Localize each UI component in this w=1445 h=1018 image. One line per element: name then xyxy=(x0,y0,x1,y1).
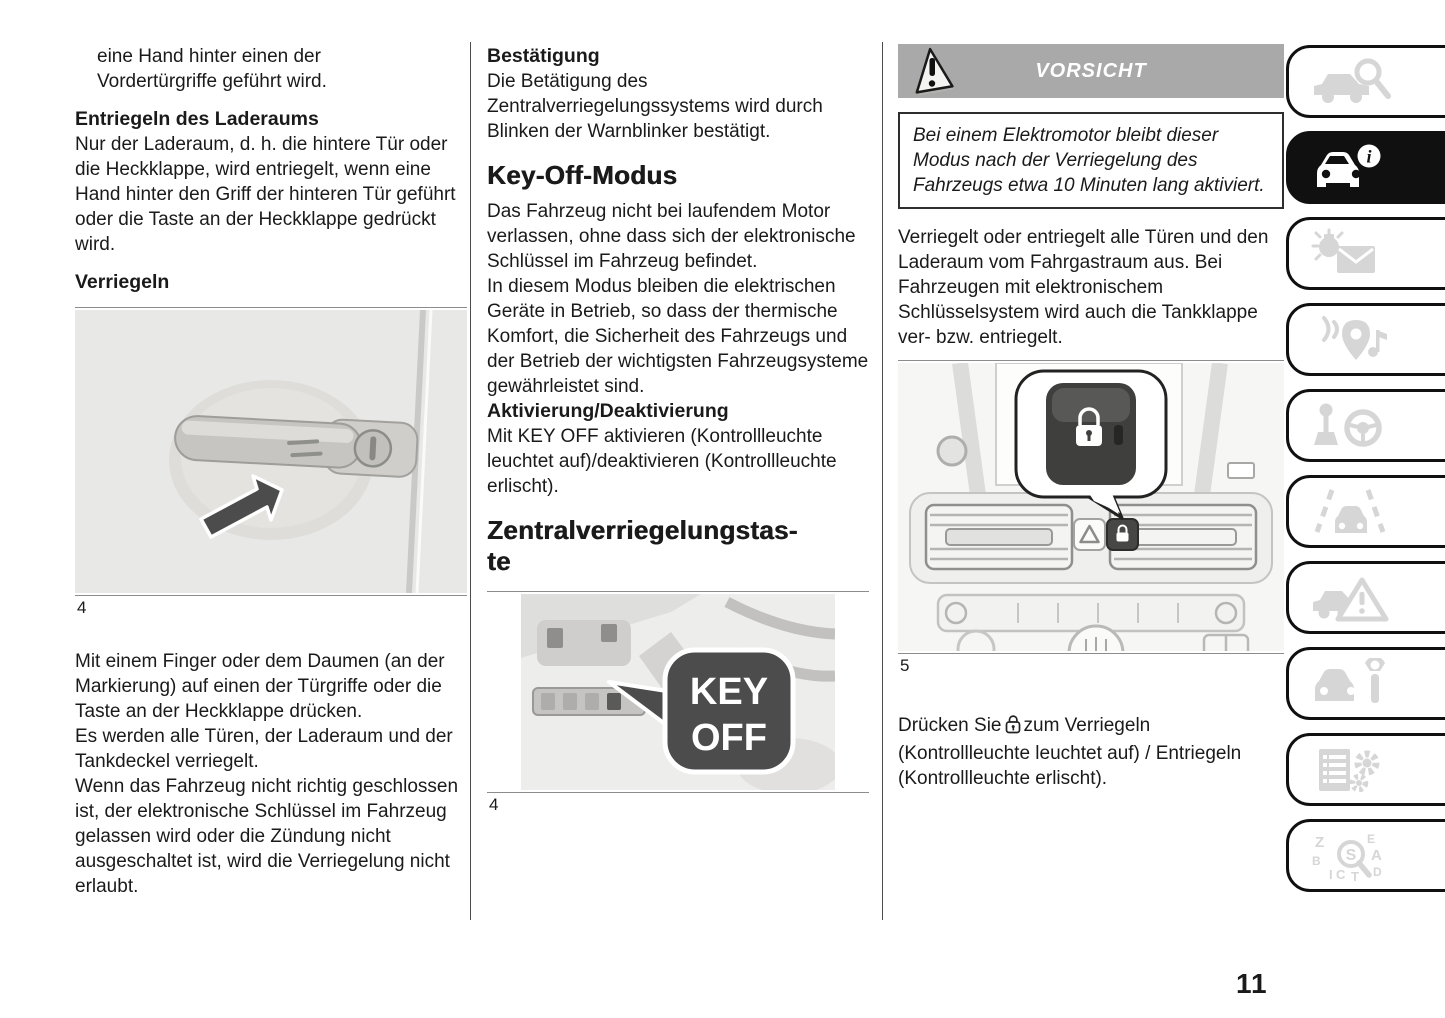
door-handle xyxy=(174,415,419,478)
column-left: eine Hand hinter einen der Vordertürgrif… xyxy=(75,44,467,899)
paragraph-activation: Mit KEY OFF aktivieren (Kontrollleuchte … xyxy=(487,426,837,497)
paragraph-confirmation: Die Betätigung des Zentralverriegelungss… xyxy=(487,71,823,142)
left-air-vent xyxy=(924,503,1074,571)
heading-unlock-cargo: Entriegeln des Laderaums xyxy=(75,108,319,130)
figure-number: 4 xyxy=(77,598,87,617)
key-off-badge-line2: OFF xyxy=(691,717,767,759)
tab-service-maintenance[interactable] xyxy=(1286,647,1445,720)
press-text-after: zum Verriegeln (Kontrollleuchte leuchtet… xyxy=(898,715,1242,789)
svg-text:I: I xyxy=(1329,867,1333,882)
continued-paragraph: eine Hand hinter einen der Vordertürgrif… xyxy=(97,46,327,92)
figure-number: 5 xyxy=(900,656,910,675)
remote-key xyxy=(1046,383,1136,485)
hazard-button xyxy=(1073,518,1106,551)
service-maintenance-icon xyxy=(1315,657,1385,703)
starting-driving-icon xyxy=(1314,403,1382,447)
tab-emergency[interactable] xyxy=(1286,561,1445,634)
dashboard-illustration xyxy=(898,363,1284,651)
svg-text:S: S xyxy=(1346,847,1357,864)
tab-getting-to-know-vehicle[interactable]: i xyxy=(1286,131,1445,204)
key-off-badge-line1: KEY xyxy=(690,671,768,713)
press-text-before: Drücken Sie xyxy=(898,715,1002,736)
svg-text:Z: Z xyxy=(1315,834,1324,851)
door-handle-illustration xyxy=(75,310,467,593)
multimedia-navigation-icon xyxy=(1322,315,1387,360)
lock-icon xyxy=(1005,714,1021,741)
svg-text:T: T xyxy=(1351,869,1359,882)
tab-technical-data[interactable] xyxy=(1286,733,1445,806)
column-middle: Bestätigung Die Betätigung des Zentralve… xyxy=(487,44,869,816)
tab-driving-assistance[interactable] xyxy=(1286,475,1445,548)
caution-title: VORSICHT xyxy=(1035,59,1147,82)
figure-number: 4 xyxy=(489,795,499,814)
emergency-icon xyxy=(1313,577,1389,621)
paragraph-key-off: Das Fahrzeug nicht bei laufendem Motor v… xyxy=(487,201,869,397)
heading-activation: Aktivierung/Deaktivierung xyxy=(487,400,729,422)
warning-triangle-icon xyxy=(906,45,958,102)
warning-lights-messages-icon xyxy=(1311,228,1375,273)
driving-assistance-icon xyxy=(1314,488,1386,533)
tab-vehicle-overview[interactable] xyxy=(1286,45,1445,118)
svg-text:A: A xyxy=(1371,847,1382,864)
heading-key-off-mode: Key-Off-Modus xyxy=(487,160,678,190)
svg-text:E: E xyxy=(1367,832,1375,846)
paragraph-lock: Mit einem Finger oder dem Daumen (an der… xyxy=(75,651,459,897)
car-search-icon xyxy=(1314,58,1391,103)
caution-header: VORSICHT xyxy=(898,44,1284,98)
tab-starting-driving[interactable] xyxy=(1286,389,1445,462)
svg-text:D: D xyxy=(1373,865,1382,879)
chapter-tab-bar: i xyxy=(1286,45,1445,892)
column-divider xyxy=(470,42,471,920)
figure-dashboard-lock-button xyxy=(898,360,1284,654)
paragraph-unlock-cargo: Nur der Laderaum, d. h. die hintere Tür … xyxy=(75,134,456,255)
figure-door-handle xyxy=(75,307,467,596)
key-off-illustration: KEY OFF xyxy=(521,594,835,790)
svg-text:i: i xyxy=(1366,146,1371,166)
column-right: VORSICHT Bei einem Elektromotor bleibt d… xyxy=(898,44,1284,791)
svg-text:C: C xyxy=(1336,867,1346,882)
press-arrow xyxy=(199,474,284,539)
caution-note: Bei einem Elektromotor bleibt dieser Mod… xyxy=(898,112,1284,209)
tab-multimedia[interactable] xyxy=(1286,303,1445,376)
car-info-icon: i xyxy=(1317,144,1381,187)
heading-confirmation: Bestätigung xyxy=(487,45,600,67)
page-number: 11 xyxy=(1236,968,1268,999)
figure-key-off-button: KEY OFF xyxy=(487,591,869,793)
column-divider xyxy=(882,42,883,920)
tab-warning-lights-messages[interactable] xyxy=(1286,217,1445,290)
heading-central-locking-button: Zentralverriegelungstas- te xyxy=(487,515,798,576)
technical-data-icon xyxy=(1319,748,1380,792)
key-off-badge xyxy=(662,647,796,775)
paragraph-central-locking: Verriegelt oder entriegelt alle Türen un… xyxy=(898,227,1269,348)
svg-text:B: B xyxy=(1312,854,1321,868)
heading-lock: Verriegeln xyxy=(75,271,170,293)
